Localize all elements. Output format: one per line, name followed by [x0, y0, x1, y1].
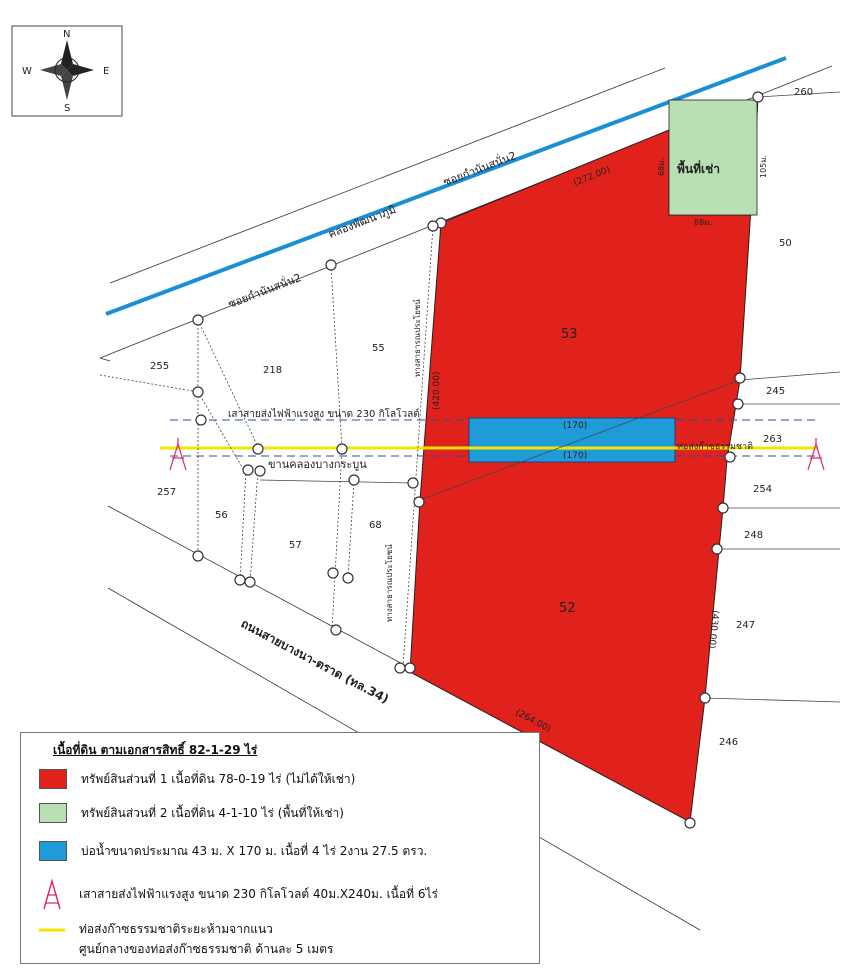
road-soi-lower: ซอยกำนันสนั่น2 [226, 269, 303, 311]
tower-right [807, 438, 825, 471]
pond [468, 417, 676, 463]
legend-text-green: ทรัพย์สินส่วนที่ 2 เนื้อที่ดิน 4-1-10 ไร… [81, 805, 344, 820]
dim-lease-a: 68ม. [657, 158, 666, 176]
parcel-257: 257 [157, 487, 176, 498]
lease-label: พื้นที่เช่า [677, 159, 720, 176]
legend-title: เนื้อที่ดิน ตามเอกสารสิทธิ์ 82-1-29 ไร่ [53, 743, 258, 757]
survey-markers [192, 91, 764, 829]
division-lines [99, 225, 434, 669]
gas-pipe-label: ท่อส่งก๊าซธรรมชาติ [677, 441, 753, 452]
highway-label: ถนนสายบางนา-ตราด (ทล.34) [239, 616, 392, 706]
legend-text-red: ทรัพย์สินส่วนที่ 1 เนื้อที่ดิน 78-0-19 ไ… [81, 771, 356, 786]
parcel-245: 245 [766, 386, 785, 397]
legend-text-pipe-1: ท่อส่งก๊าซธรรมชาติระยะห้ามจากแนว [79, 922, 273, 936]
dim-pond-b: (170) [563, 451, 587, 461]
legend-swatch-green [39, 803, 67, 823]
tower-icon [43, 878, 61, 910]
dim-pond-a: (170) [563, 421, 587, 431]
lane-b-label: ทางสาธารณประโยชน์ [384, 544, 394, 622]
parcel-edges [259, 91, 841, 703]
gas-pipe-icon [39, 928, 65, 932]
road-soi-upper: ซอยกำนันสนั่น2 [441, 147, 518, 189]
parcel-254: 254 [753, 484, 772, 495]
parcel-52: 52 [559, 601, 576, 616]
lane-a-label: ทางสาธารณประโยชน์ [412, 299, 422, 377]
legend-text-blue: บ่อน้ำขนาดประมาณ 43 ม. X 170 ม. เนื้อที่… [81, 843, 428, 858]
compass-north: N [63, 29, 70, 40]
dim-mid: (420.00) [432, 371, 442, 410]
legend-item-red: ทรัพย์สินส่วนที่ 1 เนื้อที่ดิน 78-0-19 ไ… [39, 769, 355, 789]
parcel-56: 56 [215, 510, 228, 521]
power-line-label: เสาสายส่งไฟฟ้าแรงสูง ขนาด 230 กิโลโวลต์ [228, 407, 420, 420]
compass-east: E [103, 66, 109, 77]
legend-swatch-blue [39, 841, 67, 861]
dim-lease-b: 88ม. [694, 218, 712, 227]
lease-area [668, 99, 758, 216]
parcel-50: 50 [779, 238, 792, 249]
legend-item-tower: เสาสายส่งไฟฟ้าแรงสูง ขนาด 230 กิโลโวลต์ … [39, 877, 438, 911]
parcel-255: 255 [150, 361, 169, 372]
parcel-55: 55 [372, 343, 385, 354]
legend-swatch-red [39, 769, 67, 789]
compass-west: W [22, 66, 32, 77]
canal-small-label: ขานคลองบางกระบูน [268, 458, 367, 471]
parcel-248: 248 [744, 530, 763, 541]
legend: เนื้อที่ดิน ตามเอกสารสิทธิ์ 82-1-29 ไร่ … [20, 732, 540, 964]
canal-main-label: คลองพัฒนาภูมิ [326, 203, 397, 241]
compass: N S E W [11, 25, 123, 117]
legend-text-tower: เสาสายส่งไฟฟ้าแรงสูง ขนาด 230 กิโลโวลต์ … [79, 886, 438, 901]
parcel-246: 246 [719, 737, 738, 748]
legend-item-green: ทรัพย์สินส่วนที่ 2 เนื้อที่ดิน 4-1-10 ไร… [39, 803, 344, 823]
parcel-57: 57 [289, 540, 302, 551]
legend-item-blue: บ่อน้ำขนาดประมาณ 43 ม. X 170 ม. เนื้อที่… [39, 841, 427, 861]
compass-south: S [64, 103, 70, 114]
parcel-260: 260 [794, 87, 813, 98]
dim-right: (430.00) [706, 610, 720, 649]
parcel-263: 263 [763, 434, 782, 445]
parcel-68: 68 [369, 520, 382, 531]
tower-left [169, 438, 187, 471]
parcel-218: 218 [263, 365, 282, 376]
legend-item-pipe: ท่อส่งก๊าซธรรมชาติระยะห้ามจากแนว ศูนย์กล… [39, 919, 333, 959]
legend-text-pipe-2: ศูนย์กลางของท่อส่งก๊าซธรรมชาติ ด้านละ 5 … [79, 942, 334, 956]
dim-lease-side: 105ม. [759, 155, 768, 178]
parcel-53: 53 [561, 327, 578, 342]
parcel-247: 247 [736, 620, 755, 631]
